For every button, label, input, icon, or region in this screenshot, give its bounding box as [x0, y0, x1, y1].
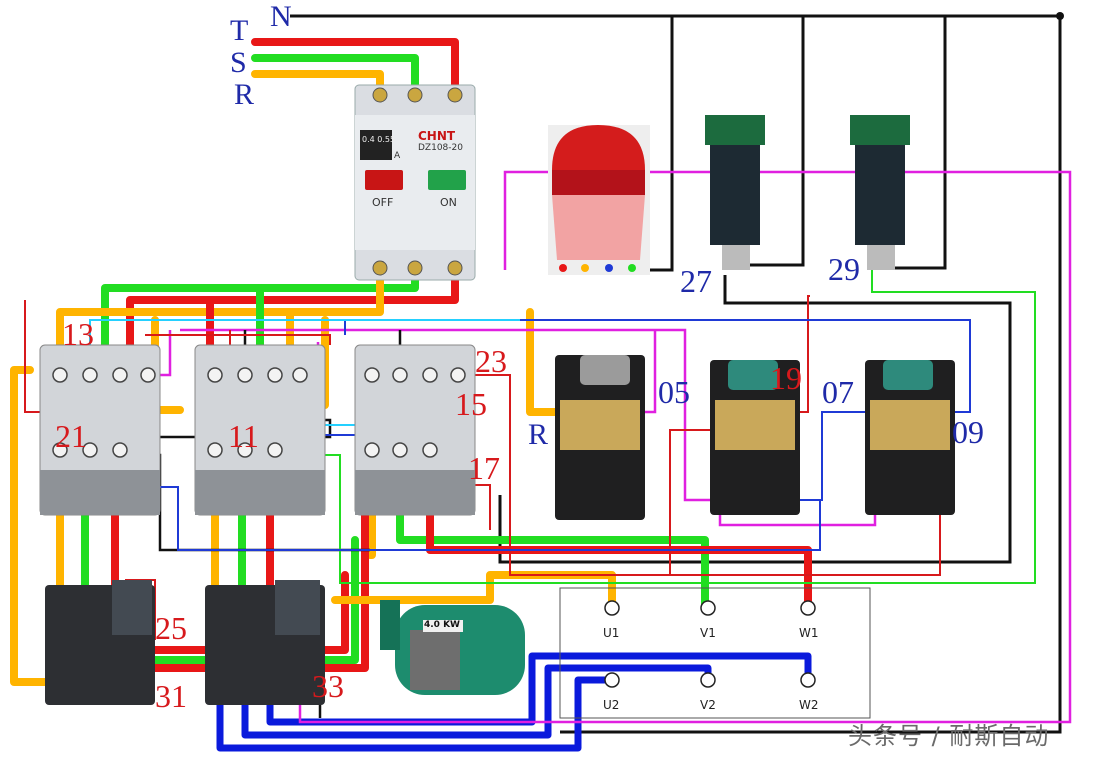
wire-label-31: 31	[155, 678, 187, 714]
breaker-brand: CHNT	[418, 129, 456, 143]
overload-relay-1	[45, 580, 155, 705]
terminal-u2: U2	[603, 698, 620, 712]
circuit-breaker	[354, 84, 476, 281]
breaker-unit: A	[394, 151, 401, 161]
wire-label-15: 15	[455, 386, 487, 422]
wire-label-27: 27	[680, 263, 712, 299]
breaker-range: 0.4 0.55	[362, 135, 396, 144]
terminal-u1: U1	[603, 626, 620, 640]
terminal-w1: W1	[799, 626, 819, 640]
motor-winding-wires	[216, 625, 812, 752]
wire-label-29: 29	[828, 251, 860, 287]
wire-label-05: 05	[658, 374, 690, 410]
terminal-v1: V1	[700, 626, 716, 640]
wire-label-21: 21	[55, 418, 87, 454]
motor-rating: 4.0 KW	[424, 620, 460, 630]
phase-label-r: R	[234, 78, 255, 111]
phase-label-s: S	[230, 46, 247, 79]
indicator-lamp-1	[705, 115, 765, 270]
wire-label-11: 11	[228, 418, 259, 454]
wire-label-09: 09	[952, 414, 984, 450]
neutral-bus	[290, 14, 1062, 734]
wire-label-19: 19	[770, 360, 802, 396]
breaker-model: DZ108-20	[418, 143, 463, 153]
breaker-on-label: ON	[440, 196, 457, 209]
contactor-2	[194, 344, 326, 516]
warning-beacon	[548, 125, 650, 275]
terminal-w2: W2	[799, 698, 819, 712]
wire-label-25: 25	[155, 610, 187, 646]
terminal-box	[559, 587, 871, 719]
wire-label-33: 33	[312, 668, 344, 704]
phase-label-t: T	[230, 14, 249, 47]
terminal-v2: V2	[700, 698, 716, 712]
push-button-stop	[555, 355, 645, 520]
contactor-1	[39, 344, 161, 516]
wire-label-13: 13	[62, 316, 94, 352]
button-label-r: R	[528, 418, 549, 451]
indicator-lamp-2	[850, 115, 910, 270]
wire-label-07: 07	[822, 374, 854, 410]
green-control-wires	[300, 270, 1036, 584]
contactor-3	[354, 344, 476, 516]
breaker-off-label: OFF	[372, 196, 394, 209]
overload-relay-2	[205, 580, 325, 705]
motor	[380, 600, 525, 695]
wire-label-17: 17	[468, 450, 500, 486]
watermark: 头条号 / 耐斯自动	[848, 722, 1050, 750]
push-button-start-1	[710, 360, 800, 515]
phase-label-n: N	[270, 0, 292, 33]
wire-label-23: 23	[475, 343, 507, 379]
push-button-start-2	[865, 360, 955, 515]
